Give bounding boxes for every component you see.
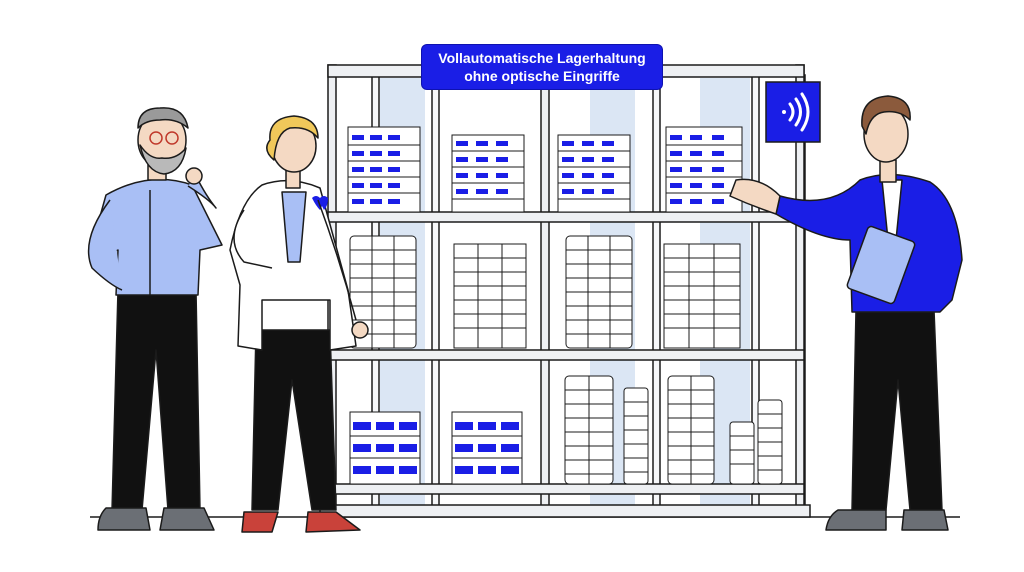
banner-line-2: ohne optische Eingriffe xyxy=(464,68,620,84)
person-man-blue-blazer xyxy=(729,95,963,531)
banner: Vollautomatische Lagerhaltung ohne optis… xyxy=(422,45,662,89)
person-older-man xyxy=(87,107,223,531)
bottom-row-packages xyxy=(349,375,783,485)
middle-row-stacks xyxy=(349,235,741,349)
tablet xyxy=(846,225,916,305)
person-woman-lab-coat xyxy=(229,115,369,533)
rfid-sign xyxy=(765,81,821,143)
banner-line-1: Vollautomatische Lagerhaltung xyxy=(438,50,646,66)
rfid-wave-icon xyxy=(782,92,810,132)
top-row-boxes xyxy=(347,126,743,213)
tooth-icon xyxy=(312,196,328,210)
